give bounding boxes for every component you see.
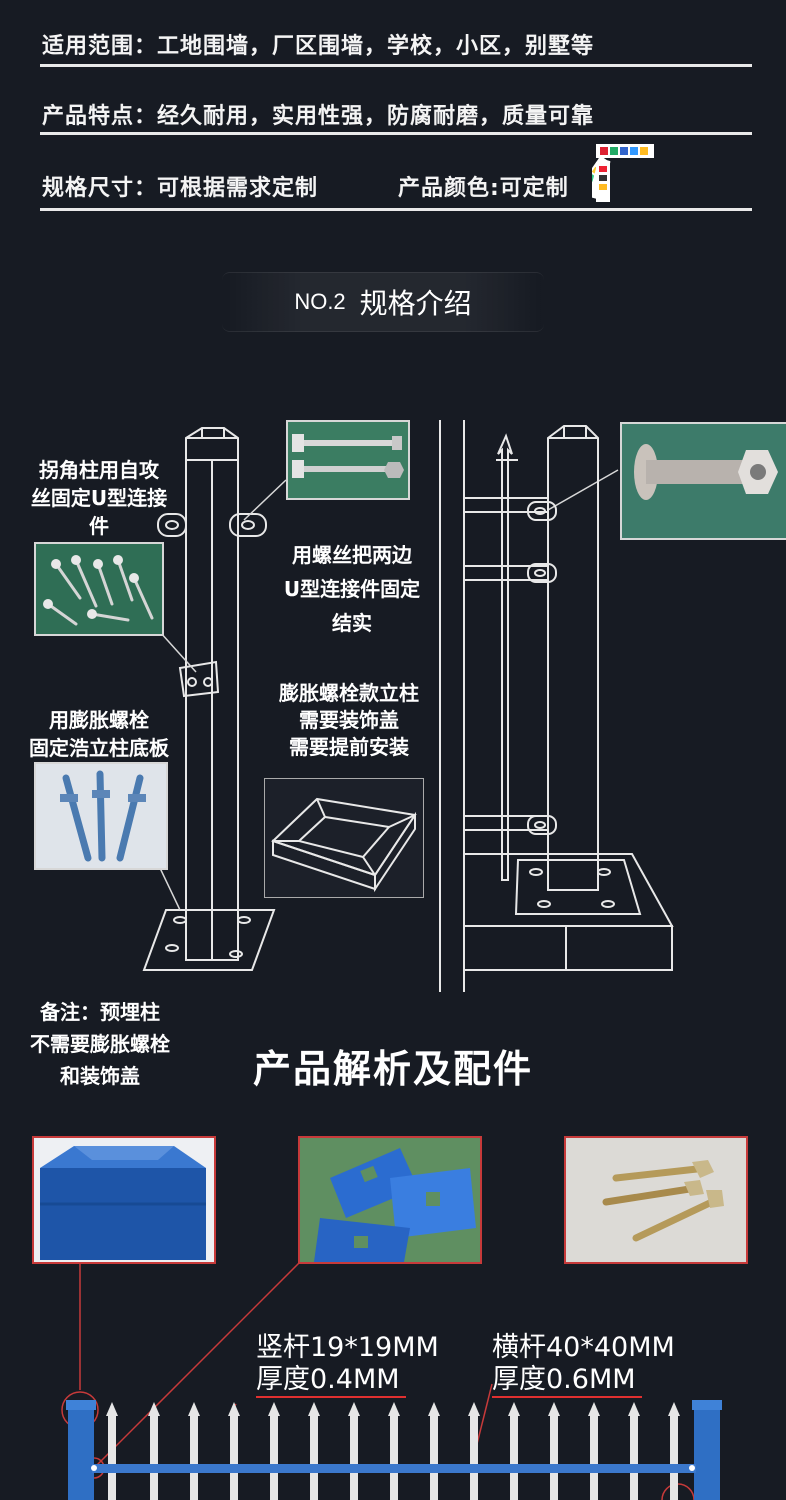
note-label-line: 备注：预埋柱 — [40, 1000, 160, 1024]
size-text: 规格尺寸：可根据需求定制 — [42, 176, 319, 201]
note-label-line: 和装饰盖 — [60, 1064, 140, 1088]
corner-label-line: 丝固定U型连接 — [30, 486, 168, 510]
color-swatch-icon — [592, 144, 654, 202]
vertical-bar-thickness: 厚度0.4MM — [256, 1364, 406, 1398]
post-cover-label: 膨胀螺栓款立柱 需要装饰盖 需要提前安装 — [256, 680, 442, 761]
post-cap-photo — [32, 1136, 216, 1264]
corner-label: 拐角柱用自攻 丝固定U型连接 件 — [14, 456, 184, 540]
decorative-cover-drawing — [264, 778, 424, 898]
self-tapping-screws-photo — [34, 542, 164, 636]
post-cover-label-line: 膨胀螺栓款立柱 — [279, 681, 419, 705]
color-text: 产品颜色:可定制 — [398, 176, 569, 201]
corner-post-diagram — [142, 427, 276, 971]
section-title: 规格介绍 — [359, 287, 472, 320]
horizontal-bar-size: 横杆40*40MM — [492, 1332, 675, 1363]
bolt-label-line: 结实 — [332, 611, 372, 635]
bolt-label-line: 用螺丝把两边 — [292, 543, 412, 567]
divider — [40, 208, 752, 211]
fence-illustration — [61, 1261, 722, 1500]
expansion-label: 用膨胀螺栓 固定浩立柱底板 — [4, 706, 194, 762]
divider — [40, 64, 752, 67]
section-number: NO.2 — [294, 289, 346, 314]
bolt-label-line: U型连接件固定 — [283, 577, 421, 601]
vertical-bar-size: 竖杆19*19MM — [256, 1332, 439, 1363]
features-text: 产品特点：经久耐用，实用性强，防腐耐磨，质量可靠 — [42, 104, 595, 129]
expansion-label-line: 用膨胀螺栓 — [49, 708, 149, 732]
section-heading: NO.2 规格介绍 — [222, 272, 544, 332]
horizontal-bar-thickness: 厚度0.6MM — [492, 1364, 642, 1398]
scope-text: 适用范围：工地围墙，厂区围墙，学校，小区，别墅等 — [42, 34, 595, 59]
callout-lines — [159, 469, 619, 911]
post-cover-label-line: 需要提前安装 — [289, 735, 409, 759]
analysis-title: 产品解析及配件 — [252, 1047, 533, 1091]
fence-side-diagram — [439, 420, 674, 992]
horizontal-bar-spec: 横杆40*40MM 厚度0.6MM — [492, 1332, 675, 1398]
self-drilling-screws-photo — [564, 1136, 748, 1264]
expansion-label-line: 固定浩立柱底板 — [29, 736, 169, 760]
bolt-label: 用螺丝把两边 U型连接件固定 结实 — [262, 538, 442, 640]
bolt-closeup-photo — [620, 422, 786, 540]
bolts-photo — [286, 420, 410, 500]
corner-label-line: 件 — [89, 514, 109, 538]
vertical-bar-spec: 竖杆19*19MM 厚度0.4MM — [256, 1332, 439, 1398]
u-bracket-photo — [298, 1136, 482, 1264]
note-label: 备注：预埋柱 不需要膨胀螺栓 和装饰盖 — [8, 996, 192, 1092]
divider — [40, 132, 752, 135]
expansion-bolts-photo — [34, 762, 168, 870]
note-label-line: 不需要膨胀螺栓 — [30, 1032, 170, 1056]
post-cover-label-line: 需要装饰盖 — [299, 708, 399, 732]
corner-label-line: 拐角柱用自攻 — [39, 458, 159, 482]
